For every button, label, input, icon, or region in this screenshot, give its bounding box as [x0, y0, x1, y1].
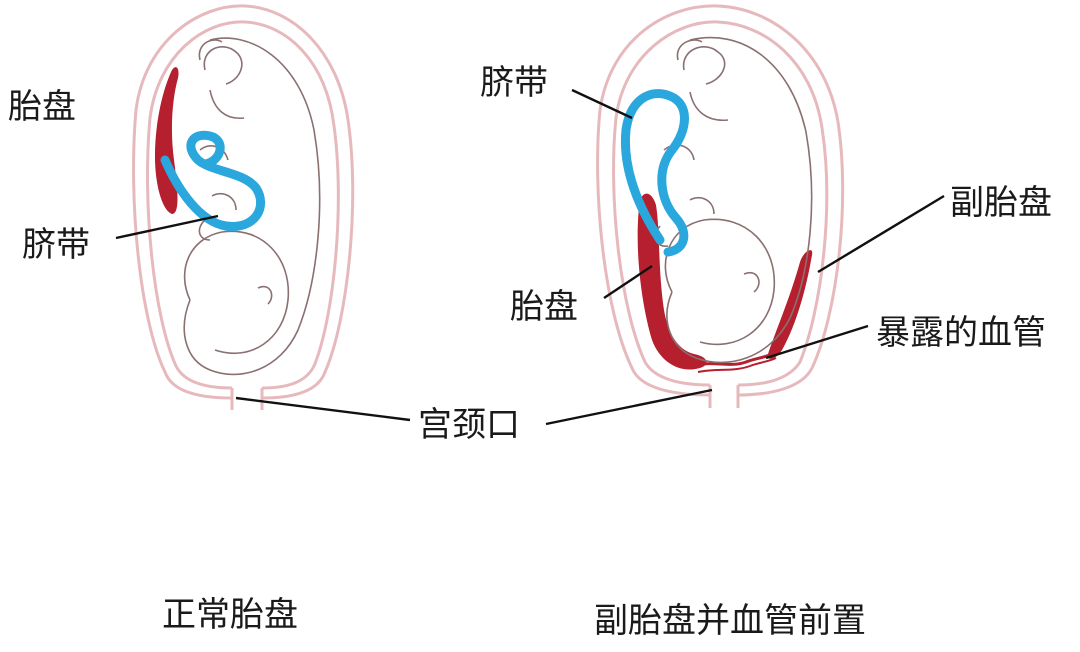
right-uterus-outer: [596, 4, 845, 397]
leader-accessory-placenta: [817, 194, 945, 274]
left-uterus-outer: [132, 4, 355, 400]
right-cervix: [708, 385, 740, 408]
leader-cervix-right: [545, 388, 713, 426]
right-fetus: [655, 36, 813, 364]
leader-cervix-left: [235, 396, 411, 422]
leader-exposed-vessels: [765, 324, 869, 360]
left-caption: 正常胎盘: [162, 595, 298, 635]
right-exposed-vessels-2: [697, 357, 777, 373]
leader-right-cord: [571, 88, 633, 120]
leader-right-placenta: [603, 265, 653, 299]
left-umbilical-cord-label: 脐带: [22, 225, 90, 265]
exposed-vessels-label: 暴露的血管: [876, 313, 1046, 353]
right-caption: 副胎盘并血管前置: [594, 601, 866, 641]
leader-lines: [115, 88, 945, 426]
left-cervix: [230, 388, 264, 410]
right-umbilical-cord: [620, 89, 689, 257]
left-fetus: [183, 37, 321, 376]
right-uterus-inner: [612, 20, 829, 387]
left-figure: [132, 4, 355, 410]
left-placenta-label: 胎盘: [8, 87, 76, 127]
accessory-placenta-label: 副胎盘: [950, 183, 1052, 223]
right-umbilical-cord-label: 脐带: [480, 63, 548, 103]
right-accessory-placenta: [767, 250, 813, 359]
cervix-label: 宫颈口: [418, 405, 520, 445]
left-uterus-inner: [146, 20, 340, 390]
leader-left-cord: [115, 214, 219, 240]
left-placenta: [154, 67, 179, 214]
right-figure: [596, 4, 845, 408]
left-umbilical-cord: [160, 130, 266, 231]
right-exposed-vessels: [695, 352, 773, 368]
right-placenta-label: 胎盘: [510, 287, 578, 327]
